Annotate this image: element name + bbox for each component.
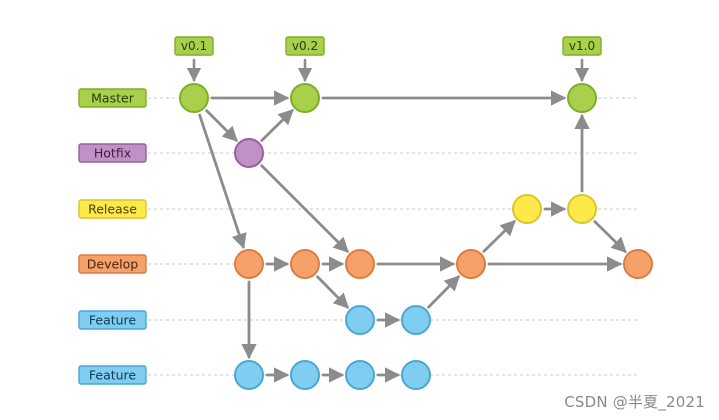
branch-label-text: Feature <box>89 368 137 383</box>
branch-label-master: Master <box>78 88 147 108</box>
commit-node-d1 <box>234 249 264 279</box>
edge-h1-to-m2 <box>260 108 294 142</box>
edge-h1-to-d3 <box>260 164 349 253</box>
branch-label-feature2: Feature <box>78 365 147 385</box>
version-tag-v0.2: v0.2 <box>285 36 325 83</box>
branch-label-develop: Develop <box>78 254 147 274</box>
branch-label-text: Release <box>88 202 137 217</box>
version-tag-text: v0.1 <box>181 39 207 53</box>
commit-node-d2 <box>290 249 320 279</box>
branch-label-text: Master <box>91 91 135 106</box>
commit-node-fa2 <box>401 305 431 335</box>
commit-node-fb3 <box>345 360 375 390</box>
branch-label-text: Develop <box>87 257 139 272</box>
version-tag-text: v0.2 <box>292 39 318 53</box>
commit-node-fb4 <box>401 360 431 390</box>
version-tag-v0.1: v0.1 <box>174 36 214 83</box>
commit-node-fb1 <box>234 360 264 390</box>
commit-node-fb2 <box>290 360 320 390</box>
edge-r2-to-d5 <box>593 220 627 254</box>
commit-node-d5 <box>623 249 653 279</box>
commit-node-m2 <box>290 83 320 113</box>
version-tag-v1.0: v1.0 <box>562 36 602 83</box>
commit-node-r1 <box>512 194 542 224</box>
edge-m1-to-d1 <box>198 113 247 250</box>
commit-node-d4 <box>456 249 486 279</box>
commit-node-m3 <box>567 83 597 113</box>
edge-d2-to-fa1 <box>316 275 350 309</box>
version-tag-text: v1.0 <box>569 39 595 53</box>
commit-node-r2 <box>567 194 597 224</box>
commit-node-d3 <box>345 249 375 279</box>
csdn-watermark: CSDN @半夏_2021 <box>564 393 705 411</box>
branch-label-text: Feature <box>89 313 137 328</box>
edge-fa2-to-d4 <box>427 275 461 309</box>
edge-d4-to-r1 <box>482 219 516 253</box>
commit-node-h1 <box>234 138 264 168</box>
branch-label-feature1: Feature <box>78 310 147 330</box>
commit-node-fa1 <box>345 305 375 335</box>
branch-label-text: Hotfix <box>94 146 131 161</box>
commit-node-m1 <box>179 83 209 113</box>
branch-label-release: Release <box>78 199 147 219</box>
edge-m1-to-h1 <box>205 109 238 142</box>
branch-label-hotfix: Hotfix <box>78 143 147 163</box>
